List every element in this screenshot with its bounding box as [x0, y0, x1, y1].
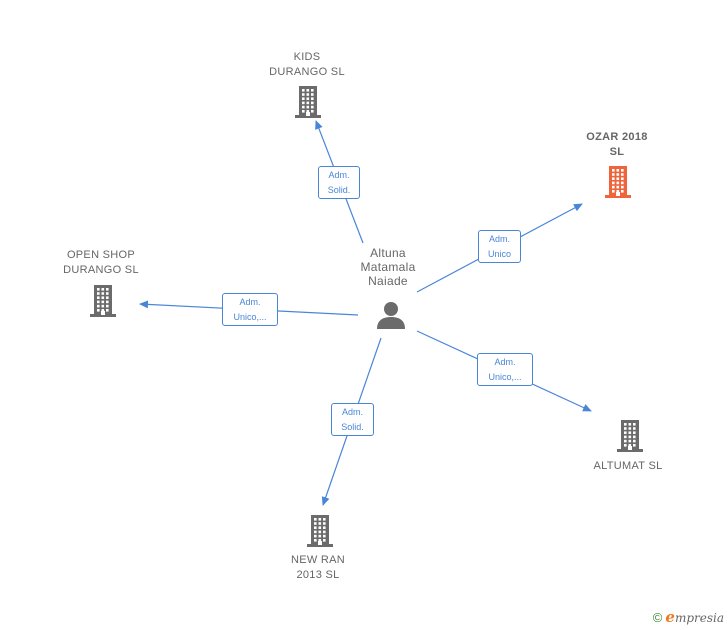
edge-label-line: Unico,... [233, 312, 267, 322]
edge-label-ozar[interactable]: Adm. Unico [478, 230, 521, 263]
footer-brand[interactable]: © empresia [653, 608, 724, 626]
edge-label-newran[interactable]: Adm. Solid. [331, 403, 374, 436]
company-name-kids[interactable]: KIDS DURANGO SL [247, 50, 367, 80]
edge-label-line: Unico [487, 249, 511, 259]
company-name-newran[interactable]: NEW RAN 2013 SL [258, 553, 378, 583]
company-name-line: OPEN SHOP [66, 249, 136, 261]
brand-logo: empresia [665, 608, 724, 626]
company-name-line: DURANGO SL [269, 66, 345, 78]
building-icon[interactable] [88, 284, 118, 323]
building-icon[interactable] [305, 514, 335, 553]
company-name-line: OZAR 2018 [586, 131, 648, 143]
copyright-symbol: © [652, 609, 663, 625]
company-name-line: ALTUMAT SL [593, 460, 663, 472]
building-icon[interactable] [293, 85, 323, 124]
edge-label-line: Adm. [494, 357, 516, 367]
company-name-line: SL [609, 146, 625, 158]
edge-label-line: Adm. [341, 407, 363, 417]
edge-label-line: Adm. [328, 170, 350, 180]
person-name-line: Matamala [360, 260, 416, 274]
edge-label-line: Adm. [488, 234, 510, 244]
building-icon[interactable] [603, 165, 633, 204]
edge-label-openshop[interactable]: Adm. Unico,... [222, 293, 278, 326]
person-icon[interactable] [376, 300, 406, 335]
building-icon[interactable] [615, 419, 645, 458]
edge-label-line: Solid. [341, 422, 364, 432]
person-name-line: Naiade [368, 274, 408, 288]
edge-label-line: Unico,... [488, 372, 522, 382]
company-name-line: DURANGO SL [63, 264, 139, 276]
company-name-line: NEW RAN [290, 554, 346, 566]
edge-label-altumat[interactable]: Adm. Unico,... [477, 353, 533, 386]
company-name-line: 2013 SL [296, 569, 340, 581]
company-name-line: KIDS [293, 51, 321, 63]
edge-label-line: Solid. [327, 185, 351, 195]
person-name-line: Altuna [370, 246, 406, 260]
company-name-openshop[interactable]: OPEN SHOP DURANGO SL [41, 248, 161, 278]
company-name-altumat[interactable]: ALTUMAT SL [568, 459, 688, 474]
edge-label-line: Adm. [239, 297, 261, 307]
edge-label-kids[interactable]: Adm. Solid. [318, 166, 360, 199]
